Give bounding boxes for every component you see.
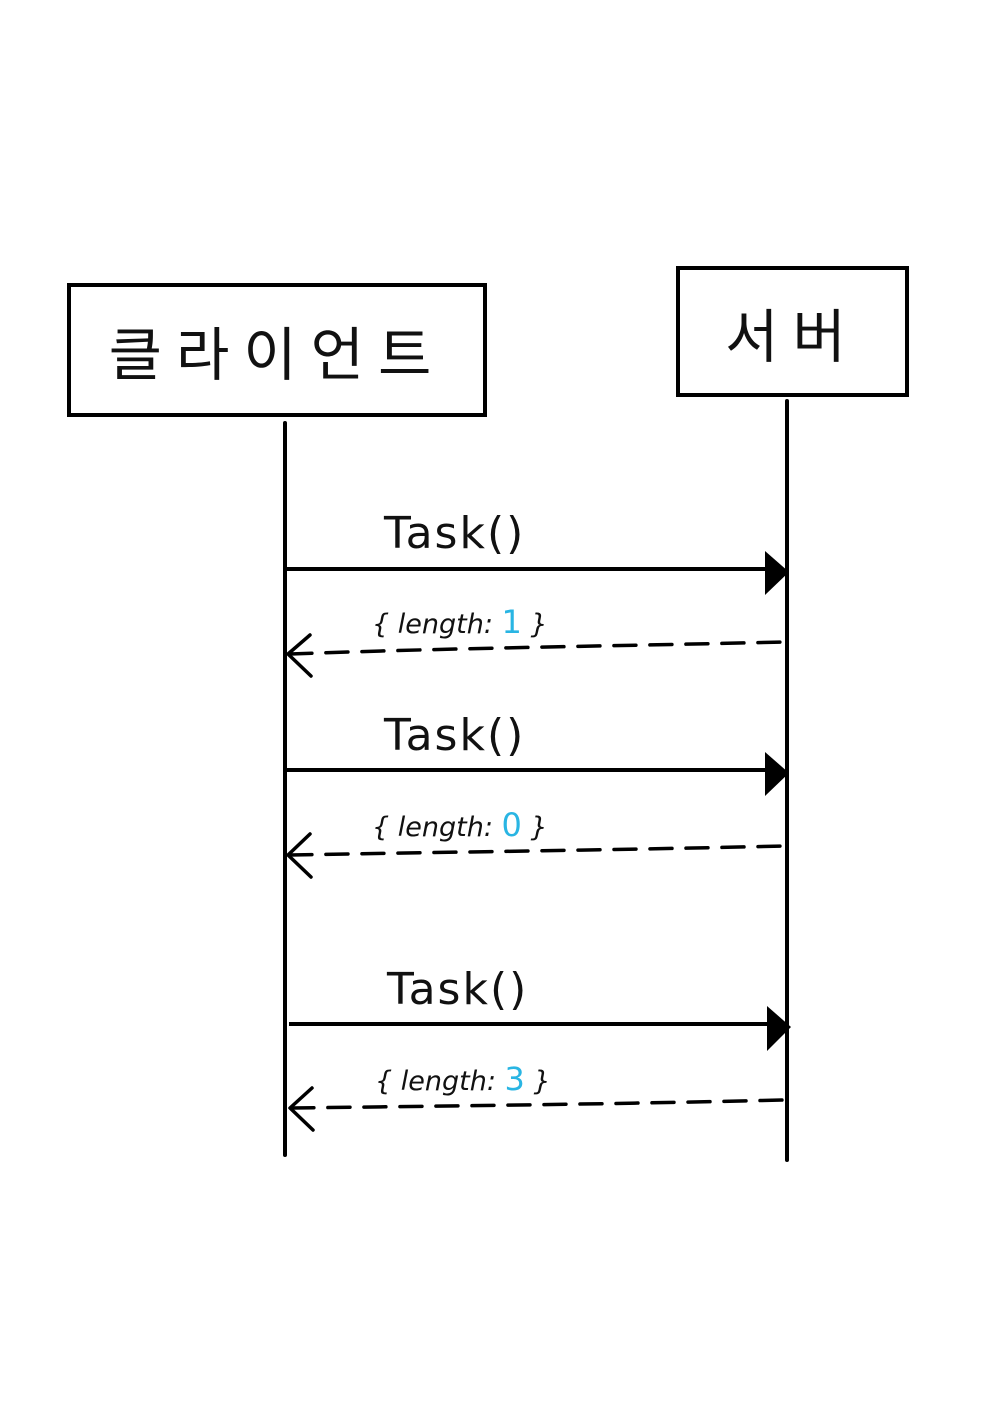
reply-label-1: { length: 1 } <box>372 603 548 641</box>
reply-close-3: } <box>533 1066 551 1097</box>
reply-arrow-line-3 <box>290 1098 785 1110</box>
participant-client-label: 클라이언트 <box>108 321 446 389</box>
reply-value-2: 0 <box>501 806 522 844</box>
reply-close-1: } <box>530 609 548 640</box>
call-arrowhead-3 <box>767 1006 791 1051</box>
participant-server-label: 서버 <box>725 302 860 371</box>
reply-arrow-line-2 <box>288 844 785 857</box>
reply-value-3: 3 <box>504 1060 525 1098</box>
reply-open-2: { length: <box>372 812 493 843</box>
reply-arrow-line-1 <box>288 640 785 656</box>
reply-open-1: { length: <box>372 609 493 640</box>
reply-label-2: { length: 0 } <box>372 806 548 844</box>
reply-value-1: 1 <box>501 603 522 641</box>
reply-arrowhead-1 <box>286 633 313 678</box>
reply-close-2: } <box>530 812 548 843</box>
call-label-3: Task() <box>387 964 529 1015</box>
reply-arrowhead-2 <box>286 832 313 879</box>
participant-server-box: 서버 <box>676 266 909 397</box>
call-arrowhead-1 <box>765 551 789 595</box>
call-label-2: Task() <box>384 710 526 761</box>
reply-label-3: { length: 3 } <box>375 1060 551 1098</box>
call-arrowhead-2 <box>765 752 789 796</box>
call-label-1: Task() <box>384 508 526 559</box>
reply-open-3: { length: <box>375 1066 496 1097</box>
participant-client-box: 클라이언트 <box>67 283 487 417</box>
reply-arrowhead-3 <box>288 1086 315 1132</box>
